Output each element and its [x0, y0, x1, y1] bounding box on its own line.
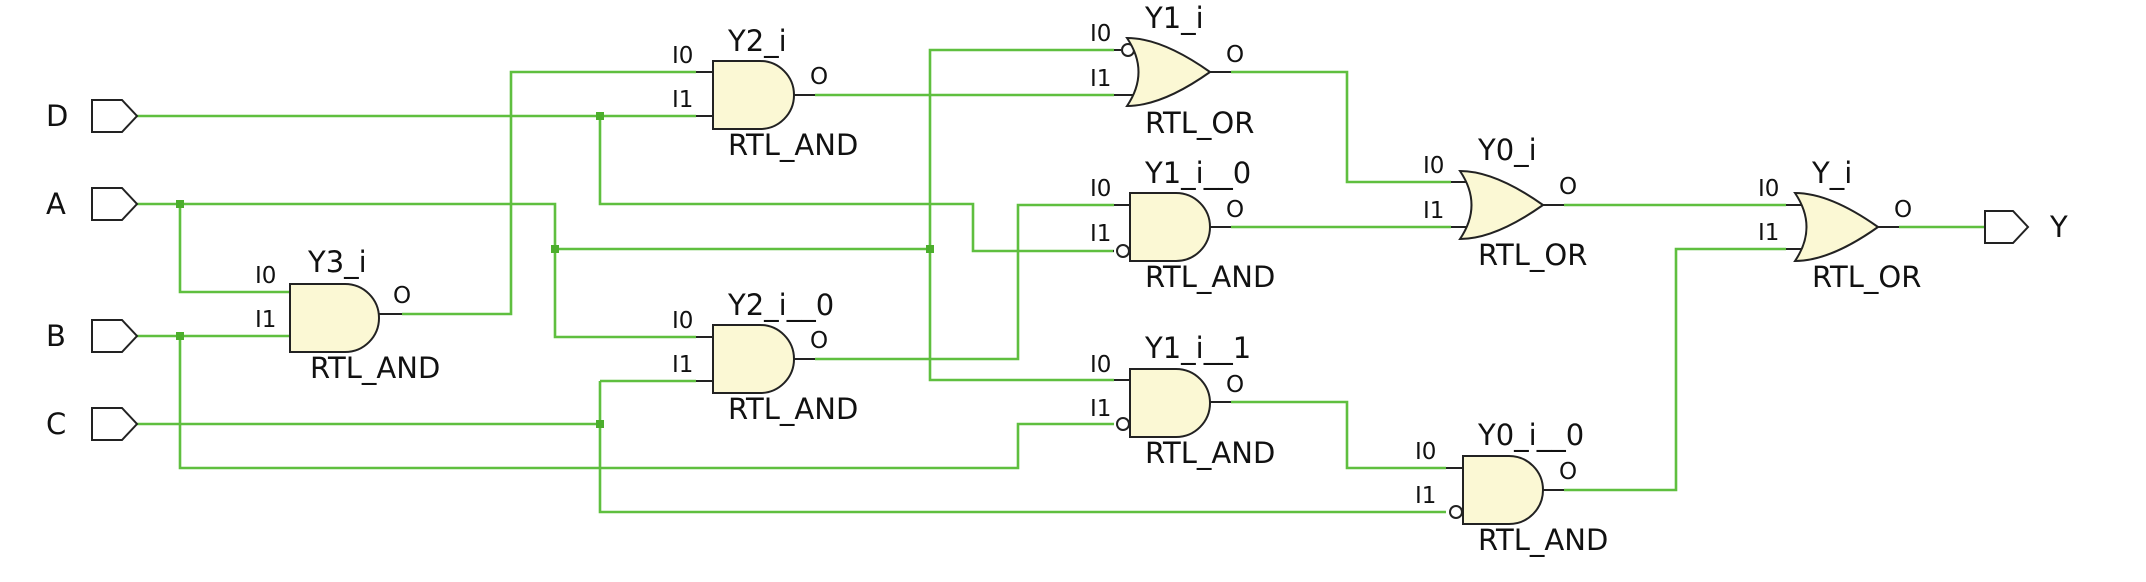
port-label-C: C	[46, 407, 66, 441]
pin-label-I1: I1	[1090, 396, 1111, 422]
wire-Y3-out[interactable]	[402, 70, 696, 316]
wire-Y1_1-out[interactable]	[1231, 400, 1446, 470]
pin-label-I0: I0	[1090, 176, 1111, 202]
pin-label-I1: I1	[1415, 483, 1436, 509]
port-label-A: A	[46, 187, 66, 221]
cell-type: RTL_AND	[728, 392, 858, 426]
port-label-Y: Y	[2049, 210, 2068, 244]
pin-label-I0: I0	[672, 308, 693, 334]
port-label-B: B	[46, 319, 66, 353]
gate-Y3_i[interactable]: I0 I1 O Y3_i RTL_AND	[255, 245, 440, 385]
instance-name: Y_i	[1811, 156, 1852, 190]
gate-Y1_i__1[interactable]: I0 I1 O Y1_i__1 RTL_AND	[1090, 331, 1275, 470]
wires	[137, 48, 1985, 514]
pin-label-I0: I0	[1090, 352, 1111, 378]
cell-type: RTL_AND	[728, 128, 858, 162]
junction-dot	[176, 332, 184, 340]
junction-dot	[551, 245, 559, 253]
instance-name: Y0_i	[1477, 133, 1537, 167]
port-label-D: D	[46, 99, 68, 133]
pin-label-I1: I1	[1090, 66, 1111, 92]
cell-type: RTL_AND	[310, 351, 440, 385]
cell-type: RTL_AND	[1145, 436, 1275, 470]
inversion-bubble	[1116, 417, 1130, 431]
instance-name: Y2_i	[727, 24, 787, 58]
cell-type: RTL_OR	[1812, 260, 1921, 294]
wire-D[interactable]	[137, 114, 1114, 253]
cell-type: RTL_OR	[1478, 238, 1587, 272]
instance-name: Y1_i	[1144, 1, 1204, 35]
gate-Y1_i__0[interactable]: I0 I1 O Y1_i__0 RTL_AND	[1090, 156, 1275, 294]
gate-Y0_i[interactable]: I0 I1 O Y0_i RTL_OR	[1423, 133, 1587, 272]
pin-label-O: O	[810, 64, 828, 90]
pin-label-O: O	[1226, 42, 1244, 68]
gate-Y2_i[interactable]: I0 I1 O Y2_i RTL_AND	[672, 24, 858, 162]
pin-label-O: O	[1226, 372, 1244, 398]
cell-type: RTL_OR	[1145, 106, 1254, 140]
wire-Y2_0-out[interactable]	[815, 203, 1114, 361]
junction-dot	[176, 200, 184, 208]
gate-Y0_i__0[interactable]: I0 I1 O Y0_i__0 RTL_AND	[1415, 418, 1608, 557]
instance-name: Y3_i	[307, 245, 367, 279]
wire-B[interactable]	[137, 334, 1114, 470]
cell-type: RTL_AND	[1478, 523, 1608, 557]
input-port-D[interactable]: D	[46, 99, 139, 133]
pin-label-I0: I0	[1415, 439, 1436, 465]
input-port-B[interactable]: B	[46, 319, 139, 353]
pin-label-I1: I1	[255, 307, 276, 333]
junction-dot	[596, 420, 604, 428]
pin-label-O: O	[1559, 174, 1577, 200]
pin-label-I0: I0	[255, 263, 276, 289]
cell-type: RTL_AND	[1145, 260, 1275, 294]
pin-label-I1: I1	[1423, 198, 1444, 224]
pin-label-O: O	[810, 328, 828, 354]
pin-label-O: O	[1894, 197, 1912, 223]
inversion-bubble	[1449, 505, 1463, 519]
instance-name: Y1_i__0	[1144, 156, 1251, 190]
pin-label-O: O	[1226, 197, 1244, 223]
inversion-bubble	[1116, 244, 1130, 258]
output-port-Y[interactable]: Y	[1984, 210, 2068, 244]
instance-name: Y1_i__1	[1144, 331, 1251, 365]
junction-dot	[596, 112, 604, 120]
wire-Y1-out[interactable]	[1231, 70, 1451, 184]
input-port-C[interactable]: C	[46, 407, 139, 441]
gate-Y_i[interactable]: I0 I1 O Y_i RTL_OR	[1758, 156, 1921, 294]
pin-label-O: O	[393, 283, 411, 309]
pin-label-I0: I0	[672, 43, 693, 69]
pin-label-I1: I1	[1090, 221, 1111, 247]
wire-Y0_0-out[interactable]	[1564, 247, 1786, 492]
pin-label-I0: I0	[1758, 176, 1779, 202]
pin-label-I1: I1	[672, 87, 693, 113]
junction-dot	[926, 245, 934, 253]
pin-label-I0: I0	[1090, 21, 1111, 47]
instance-name: Y0_i__0	[1477, 418, 1584, 452]
pin-label-I1: I1	[1758, 220, 1779, 246]
gate-Y1_i[interactable]: I0 I1 O Y1_i RTL_OR	[1090, 1, 1254, 140]
wire-A[interactable]	[137, 202, 696, 339]
pin-label-O: O	[1559, 459, 1577, 485]
pin-label-I0: I0	[1423, 153, 1444, 179]
instance-name: Y2_i__0	[727, 288, 834, 322]
gate-Y2_i__0[interactable]: I0 I1 O Y2_i__0 RTL_AND	[672, 288, 858, 426]
pin-label-I1: I1	[672, 352, 693, 378]
input-port-A[interactable]: A	[46, 187, 139, 221]
junctions	[176, 112, 934, 428]
wire-cross[interactable]	[555, 48, 1114, 382]
